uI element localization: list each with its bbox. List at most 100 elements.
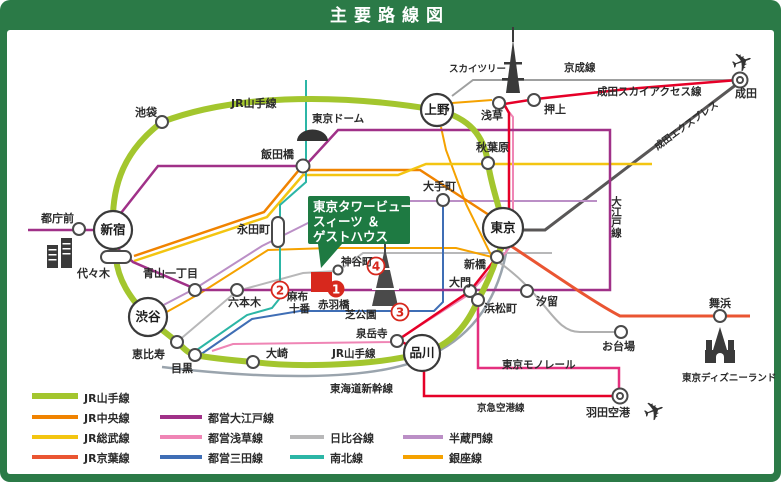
station-ueno-circle <box>419 92 455 128</box>
station-shimbashi-label: 新橋 <box>464 257 487 271</box>
oedo-line-label: 大江戸線 <box>610 195 622 239</box>
svg-text:2: 2 <box>276 284 284 298</box>
keiyo-line <box>507 242 750 318</box>
station-tokyo-circle <box>481 206 525 250</box>
station-osaki-label: 大崎 <box>266 346 288 360</box>
keisei-line-label: 京成線 <box>564 61 596 74</box>
keisei-line <box>451 79 736 97</box>
station-shinjuku-label: 新宿 <box>100 222 125 237</box>
svg-text:4: 4 <box>372 260 380 274</box>
station-otemachi-label: 大手町 <box>423 179 456 193</box>
yamanote-line-label-top: JR山手線 <box>230 96 277 110</box>
station-yoyogi-label: 代々木 <box>76 266 111 280</box>
legend-label-oedo: 都営大江戸線 <box>207 411 274 425</box>
legend-label-asakusa: 都営浅草線 <box>207 431 263 445</box>
legend-swatch-yamanote <box>32 393 78 399</box>
station-odaiba-dot <box>614 325 628 339</box>
station-daimon-label: 大門 <box>449 275 471 289</box>
station-kamiyacho-label: 神谷町 <box>341 255 373 268</box>
svg-text:1: 1 <box>332 283 340 297</box>
station-tochomae-label: 都庁前 <box>40 211 74 225</box>
station-roppongi-label: 六本木 <box>228 295 262 309</box>
tokyo-dome-icon <box>297 129 328 141</box>
legend: JR山手線 JR中央線 都営大江戸線 JR総武線 都営浅草線 日比谷線 半蔵門線… <box>32 391 493 465</box>
legend-label-hanzomon: 半蔵門線 <box>449 431 493 445</box>
legend-swatch-sobu <box>32 435 78 439</box>
marker-2: 2 <box>270 280 290 300</box>
station-shibakoen-label: 芝公園 <box>345 308 377 321</box>
station-shinjuku-circle <box>92 209 134 251</box>
station-akihabara-dot <box>481 156 495 170</box>
callout-line3: ゲストハウス <box>313 229 388 244</box>
legend-swatch-chuo <box>32 415 78 419</box>
ginza-line-ueno-asakusa <box>451 99 493 104</box>
disneyland-label: 東京ディズニーランド <box>681 372 776 384</box>
station-osaki-dot <box>246 355 260 369</box>
callout-line1: 東京タワービュー <box>313 199 413 214</box>
callout-pointer <box>318 244 342 268</box>
legend-swatch-ginza <box>403 455 443 459</box>
station-odaiba-label: お台場 <box>602 339 635 353</box>
station-shibuya-circle <box>127 296 169 338</box>
shinkansen-label: 東海道新幹線 <box>330 382 393 395</box>
legend-swatch-asakusa <box>160 435 202 439</box>
station-narita-dot <box>731 71 749 89</box>
toei-asakusa-line <box>211 106 514 352</box>
station-iidabashi-dot <box>295 158 311 174</box>
station-aoyama-itchome-dot <box>188 283 202 297</box>
legend-swatch-mita <box>160 455 202 459</box>
legend-label-yamanote: JR山手線 <box>83 391 130 405</box>
legend-label-sobu: JR総武線 <box>83 431 130 445</box>
station-asakusa-dot <box>492 96 506 110</box>
legend-swatch-hanzomon <box>403 435 443 439</box>
station-shiodome-label: 汐留 <box>536 294 558 308</box>
keikyu-airport-line-label: 京急空港線 <box>477 402 525 414</box>
legend-swatch-namboku <box>290 455 324 459</box>
station-oshiage-dot <box>527 93 541 107</box>
odaiba-line <box>499 262 621 333</box>
legend-swatch-keiyo <box>32 455 78 459</box>
station-otemachi-dot <box>436 193 450 207</box>
monorail-label: 東京モノレール <box>502 358 576 371</box>
station-akihabara-label: 秋葉原 <box>476 140 509 154</box>
station-ikebukuro-dot <box>155 115 169 129</box>
station-shiodome-dot <box>520 284 534 298</box>
government-building-icon <box>47 238 72 268</box>
station-aoyama-itchome-label: 青山一丁目 <box>143 266 198 280</box>
callout-box <box>308 196 410 244</box>
hotel-location-marker <box>311 272 332 292</box>
ginza-line <box>153 126 494 320</box>
marker-3: 3 <box>390 302 410 322</box>
station-haneda-dot <box>611 387 629 405</box>
station-shinagawa-label: 品川 <box>409 345 434 360</box>
station-shimbashi-dot <box>490 250 504 264</box>
station-kamiyacho-dot <box>332 264 344 276</box>
station-haneda-label: 羽田空港 <box>586 405 631 419</box>
station-shibuya-label: 渋谷 <box>135 309 161 324</box>
station-roppongi-dot <box>230 283 244 297</box>
station-maihama-dot <box>713 309 727 323</box>
legend-label-keiyo: JR京葉線 <box>83 451 130 465</box>
legend-label-namboku: 南北線 <box>330 451 363 465</box>
station-tochomae-dot <box>72 222 86 236</box>
marker-4: 4 <box>366 256 386 276</box>
station-azabu-juban-label-2: 十番 <box>289 302 310 315</box>
sobu-line <box>133 162 652 263</box>
mita-line <box>196 203 444 358</box>
legend-label-chuo: JR中央線 <box>83 411 130 425</box>
page-title: 主要路線図 <box>330 5 450 26</box>
station-yoyogi-capsule <box>100 250 132 264</box>
station-meguro-dot <box>188 348 202 362</box>
station-ueno-label: 上野 <box>424 102 450 117</box>
station-narita-label: 成田 <box>735 86 757 100</box>
station-hamamatsucho-label: 浜松町 <box>484 301 517 315</box>
station-oshiage-label: 押上 <box>544 102 566 116</box>
svg-text:3: 3 <box>396 306 404 320</box>
station-nagatacho-label: 永田町 <box>236 222 270 236</box>
skytree-icon <box>502 27 524 93</box>
station-maihama-label: 舞浜 <box>709 296 731 310</box>
legend-label-ginza: 銀座線 <box>449 451 482 465</box>
legend-label-hibiya: 日比谷線 <box>330 431 374 445</box>
